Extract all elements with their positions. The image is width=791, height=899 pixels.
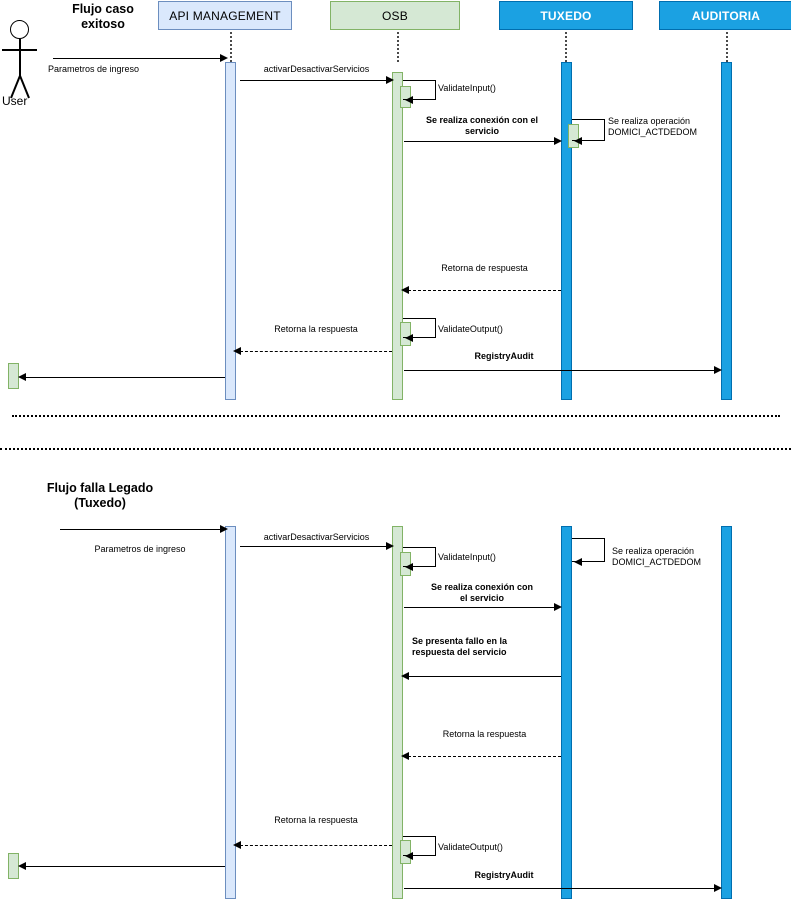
section-separator-top <box>12 415 780 417</box>
activation-auditoria-1 <box>721 62 732 400</box>
message-label-retorna-la-respuesta-api-1: Retorna la respuesta <box>274 324 358 334</box>
message-line-retorna-la-respuesta-api-1 <box>240 351 392 352</box>
message-line-parametros-ingreso-1 <box>53 58 223 59</box>
section-separator-bottom <box>0 448 791 450</box>
message-line-conexion-servicio-2 <box>404 607 556 608</box>
message-arrow-return-user-2 <box>18 861 26 870</box>
actor-user <box>0 20 50 110</box>
self-loop-validate-output-2 <box>403 836 436 856</box>
message-arrow-retorna-la-respuesta-api-2 <box>233 840 241 849</box>
lifeline-osb <box>397 32 399 62</box>
flow-title-exitoso: Flujo caso exitoso <box>72 2 134 31</box>
lifeline-api-management <box>230 32 232 62</box>
message-line-return-user-2 <box>25 866 225 867</box>
self-loop-operacion-domici-2 <box>572 538 605 562</box>
message-arrow-conexion-servicio-2 <box>554 602 562 611</box>
message-line-retorna-respuesta-1 <box>408 290 561 291</box>
message-arrow-activar-desactivar-1 <box>386 75 394 84</box>
message-label-validate-output-2: ValidateOutput() <box>438 842 503 852</box>
message-arrow-conexion-servicio-1 <box>554 136 562 145</box>
actor-user-label: User <box>2 94 28 108</box>
participant-tuxedo[interactable]: TUXEDO <box>499 1 633 30</box>
actor-body-icon <box>19 39 21 77</box>
message-arrow-retorna-la-respuesta-api-1 <box>233 346 241 355</box>
participant-osb-label: OSB <box>382 8 408 23</box>
lifeline-tuxedo <box>565 32 567 62</box>
message-label-validate-output-1: ValidateOutput() <box>438 324 503 334</box>
message-label-activar-desactivar-2: activarDesactivarServicios <box>263 532 370 542</box>
message-label-fallo-servicio-2: Se presenta fallo en la respuesta del se… <box>412 636 508 657</box>
message-label-registry-audit-2: RegistryAudit <box>474 870 534 880</box>
message-arrow-retorna-la-respuesta-osb-2 <box>401 751 409 760</box>
self-arrow-validate-output-2 <box>405 851 413 860</box>
message-line-activar-desactivar-2 <box>240 546 390 547</box>
activation-tuxedo-2 <box>561 526 572 899</box>
activation-tuxedo-operacion-1 <box>568 124 579 148</box>
message-line-registry-audit-2 <box>404 888 716 889</box>
message-line-retorna-la-respuesta-osb-2 <box>408 756 561 757</box>
message-label-retorna-respuesta-1: Retorna de respuesta <box>441 263 528 273</box>
message-label-retorna-la-respuesta-api-2: Retorna la respuesta <box>274 815 358 825</box>
activation-osb-1 <box>392 72 403 400</box>
message-line-activar-desactivar-1 <box>240 80 390 81</box>
message-arrow-retorna-respuesta-1 <box>401 285 409 294</box>
participant-tuxedo-label: TUXEDO <box>540 8 592 23</box>
activation-api-management-1 <box>225 62 236 400</box>
message-label-operacion-domici-2: Se realiza operación DOMICI_ACTDEDOM <box>612 546 702 567</box>
message-arrow-fallo-servicio-2 <box>401 671 409 680</box>
message-line-registry-audit-1 <box>404 370 716 371</box>
message-line-return-user-1 <box>25 377 225 378</box>
activation-tuxedo-1 <box>561 62 572 400</box>
message-label-validate-input-1: ValidateInput() <box>438 83 496 93</box>
message-label-parametros-ingreso-1: Parametros de ingreso <box>48 64 140 74</box>
message-label-validate-input-2: ValidateInput() <box>438 552 496 562</box>
self-arrow-validate-input-1 <box>405 95 413 104</box>
lifeline-auditoria <box>726 32 728 62</box>
self-arrow-operacion-domici-1 <box>574 136 582 145</box>
message-label-activar-desactivar-1: activarDesactivarServicios <box>263 64 370 74</box>
actor-arms-icon <box>2 49 37 51</box>
message-arrow-registry-audit-1 <box>714 365 722 374</box>
participant-auditoria-label: AUDITORIA <box>691 8 761 23</box>
message-line-fallo-servicio-2 <box>408 676 561 677</box>
message-arrow-parametros-ingreso-1 <box>220 53 228 62</box>
message-arrow-return-user-1 <box>18 372 26 381</box>
participant-api-management-label: API MANAGEMENT <box>169 8 281 23</box>
message-label-registry-audit-1: RegistryAudit <box>474 351 534 361</box>
message-line-conexion-servicio-1 <box>404 141 556 142</box>
self-loop-validate-output-1 <box>403 318 436 338</box>
actor-head-icon <box>10 20 29 39</box>
self-loop-operacion-domici-1 <box>572 119 605 141</box>
participant-osb[interactable]: OSB <box>330 1 460 30</box>
message-label-operacion-domici-1: Se realiza operación DOMICI_ACTDEDOM <box>608 116 698 137</box>
self-arrow-validate-input-2 <box>405 562 413 571</box>
message-arrow-activar-desactivar-2 <box>386 541 394 550</box>
message-arrow-parametros-ingreso-2 <box>220 524 228 533</box>
participant-api-management[interactable]: API MANAGEMENT <box>158 1 292 30</box>
message-line-retorna-la-respuesta-api-2 <box>240 845 392 846</box>
message-label-retorna-la-respuesta-osb-2: Retorna la respuesta <box>442 729 527 739</box>
self-loop-validate-input-2 <box>403 547 436 567</box>
message-label-parametros-ingreso-2: Parametros de ingreso <box>94 544 186 554</box>
message-line-parametros-ingreso-2 <box>60 529 223 530</box>
self-arrow-validate-output-1 <box>405 333 413 342</box>
message-label-conexion-servicio-2: Se realiza conexión con el servicio <box>430 582 534 603</box>
self-arrow-operacion-domici-2 <box>574 557 582 566</box>
self-loop-validate-input-1 <box>403 80 436 100</box>
message-arrow-registry-audit-2 <box>714 883 722 892</box>
flow-title-falla: Flujo falla Legado (Tuxedo) <box>46 481 154 510</box>
activation-auditoria-2 <box>721 526 732 899</box>
participant-auditoria[interactable]: AUDITORIA <box>659 1 791 30</box>
message-label-conexion-servicio-1: Se realiza conexión con el servicio <box>425 115 539 136</box>
